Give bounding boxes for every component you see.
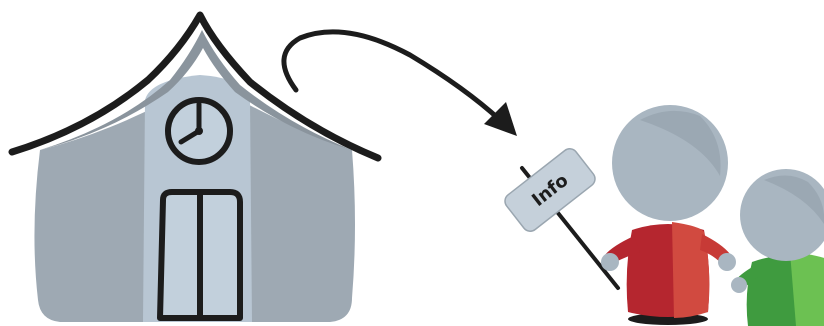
person-icon [731, 169, 824, 326]
person-icon [601, 105, 736, 325]
clock-icon [165, 97, 233, 165]
door-icon [157, 189, 243, 321]
sign-icon: Info [504, 148, 596, 232]
arrow-icon [281, 29, 517, 136]
